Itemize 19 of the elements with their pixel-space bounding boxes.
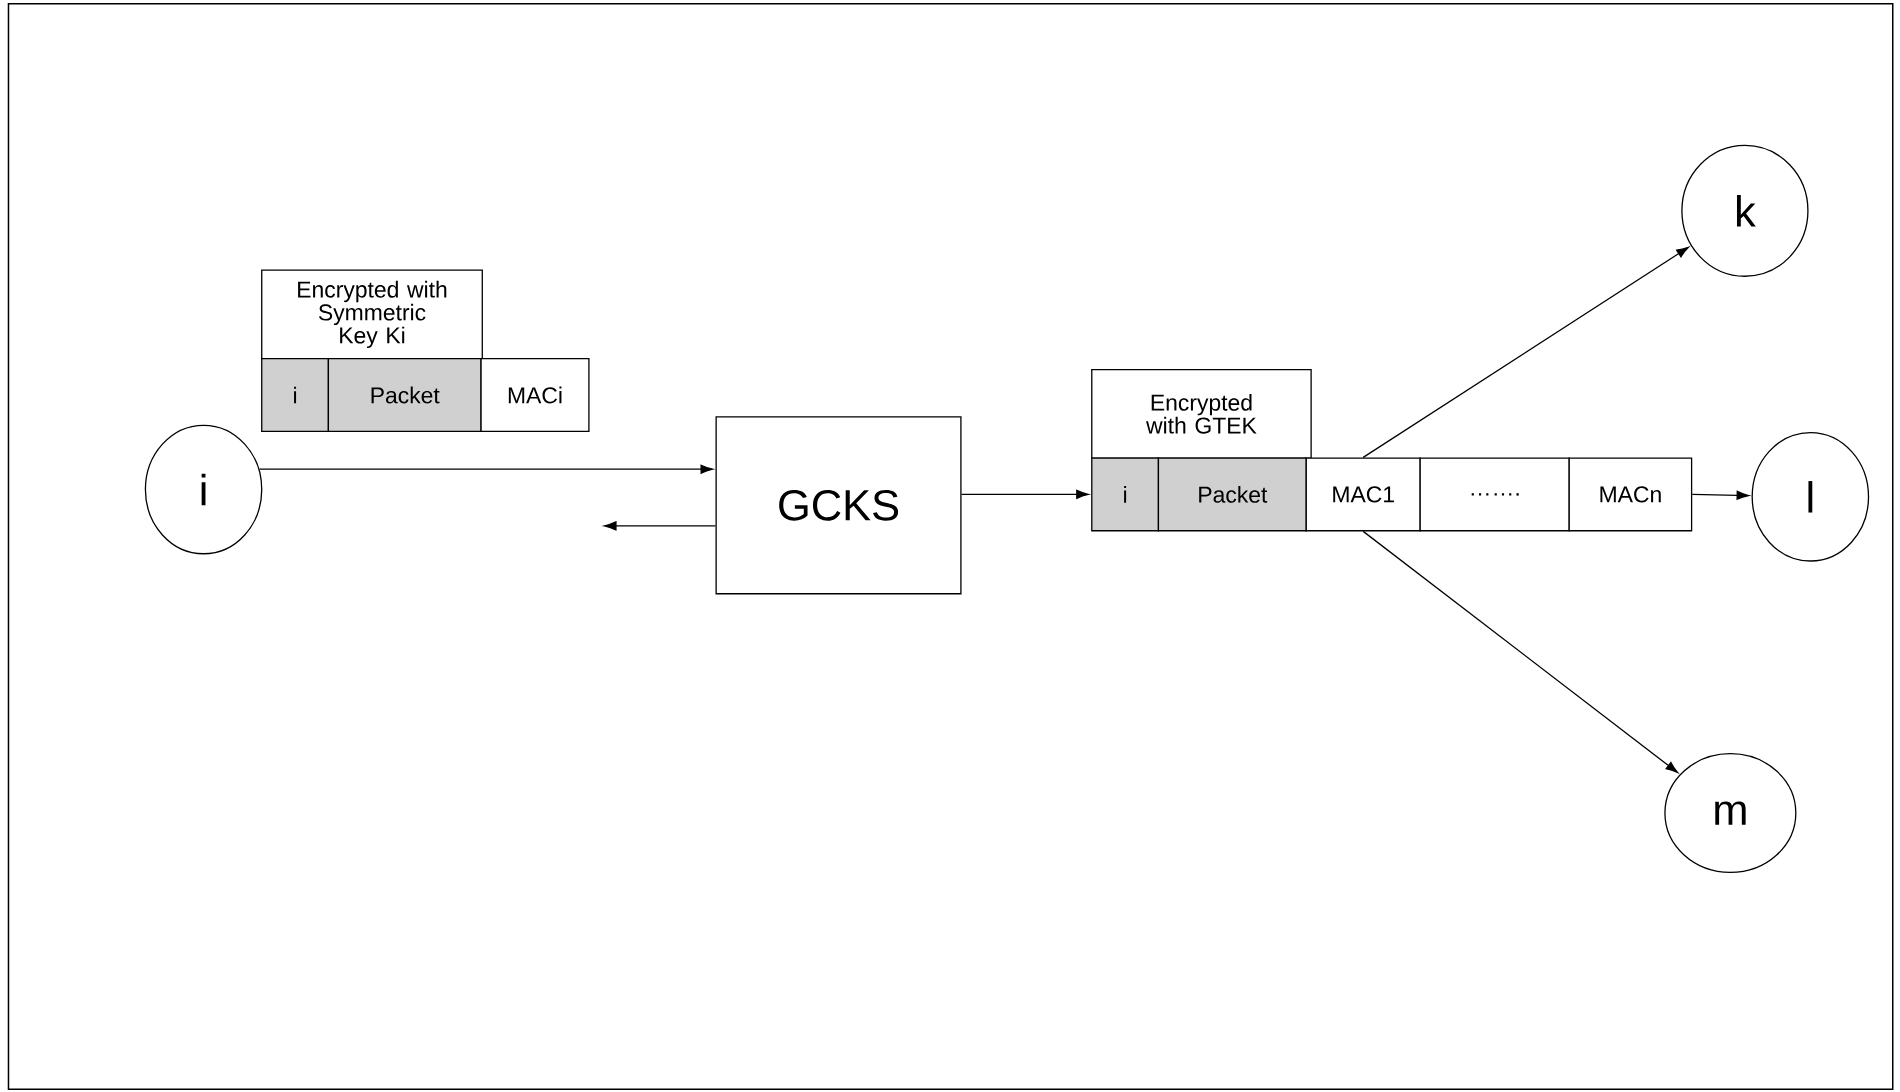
- circle-node: k: [1681, 144, 1809, 277]
- packet-cell: MAC1: [1305, 457, 1421, 532]
- process-box: GCKS: [715, 416, 962, 595]
- arrow: [1362, 246, 1689, 459]
- packet-cell: MACn: [1568, 457, 1693, 532]
- arrow: [1362, 530, 1679, 774]
- arrow: [1691, 490, 1750, 500]
- circle-node: i: [144, 424, 263, 555]
- arrow: [258, 464, 714, 474]
- circle-node: m: [1664, 753, 1797, 874]
- arrow: [603, 521, 717, 531]
- packet-cell: i: [261, 358, 330, 433]
- header-box: Encrypted with GTEK: [1091, 368, 1312, 459]
- packet-cell: …….: [1419, 457, 1570, 532]
- packet-cell: i: [1091, 457, 1160, 532]
- arrow: [960, 489, 1089, 499]
- packet-cell: MACi: [480, 358, 590, 433]
- circle-node: l: [1751, 431, 1870, 562]
- header-box: Encrypted with Symmetric Key Ki: [261, 269, 483, 360]
